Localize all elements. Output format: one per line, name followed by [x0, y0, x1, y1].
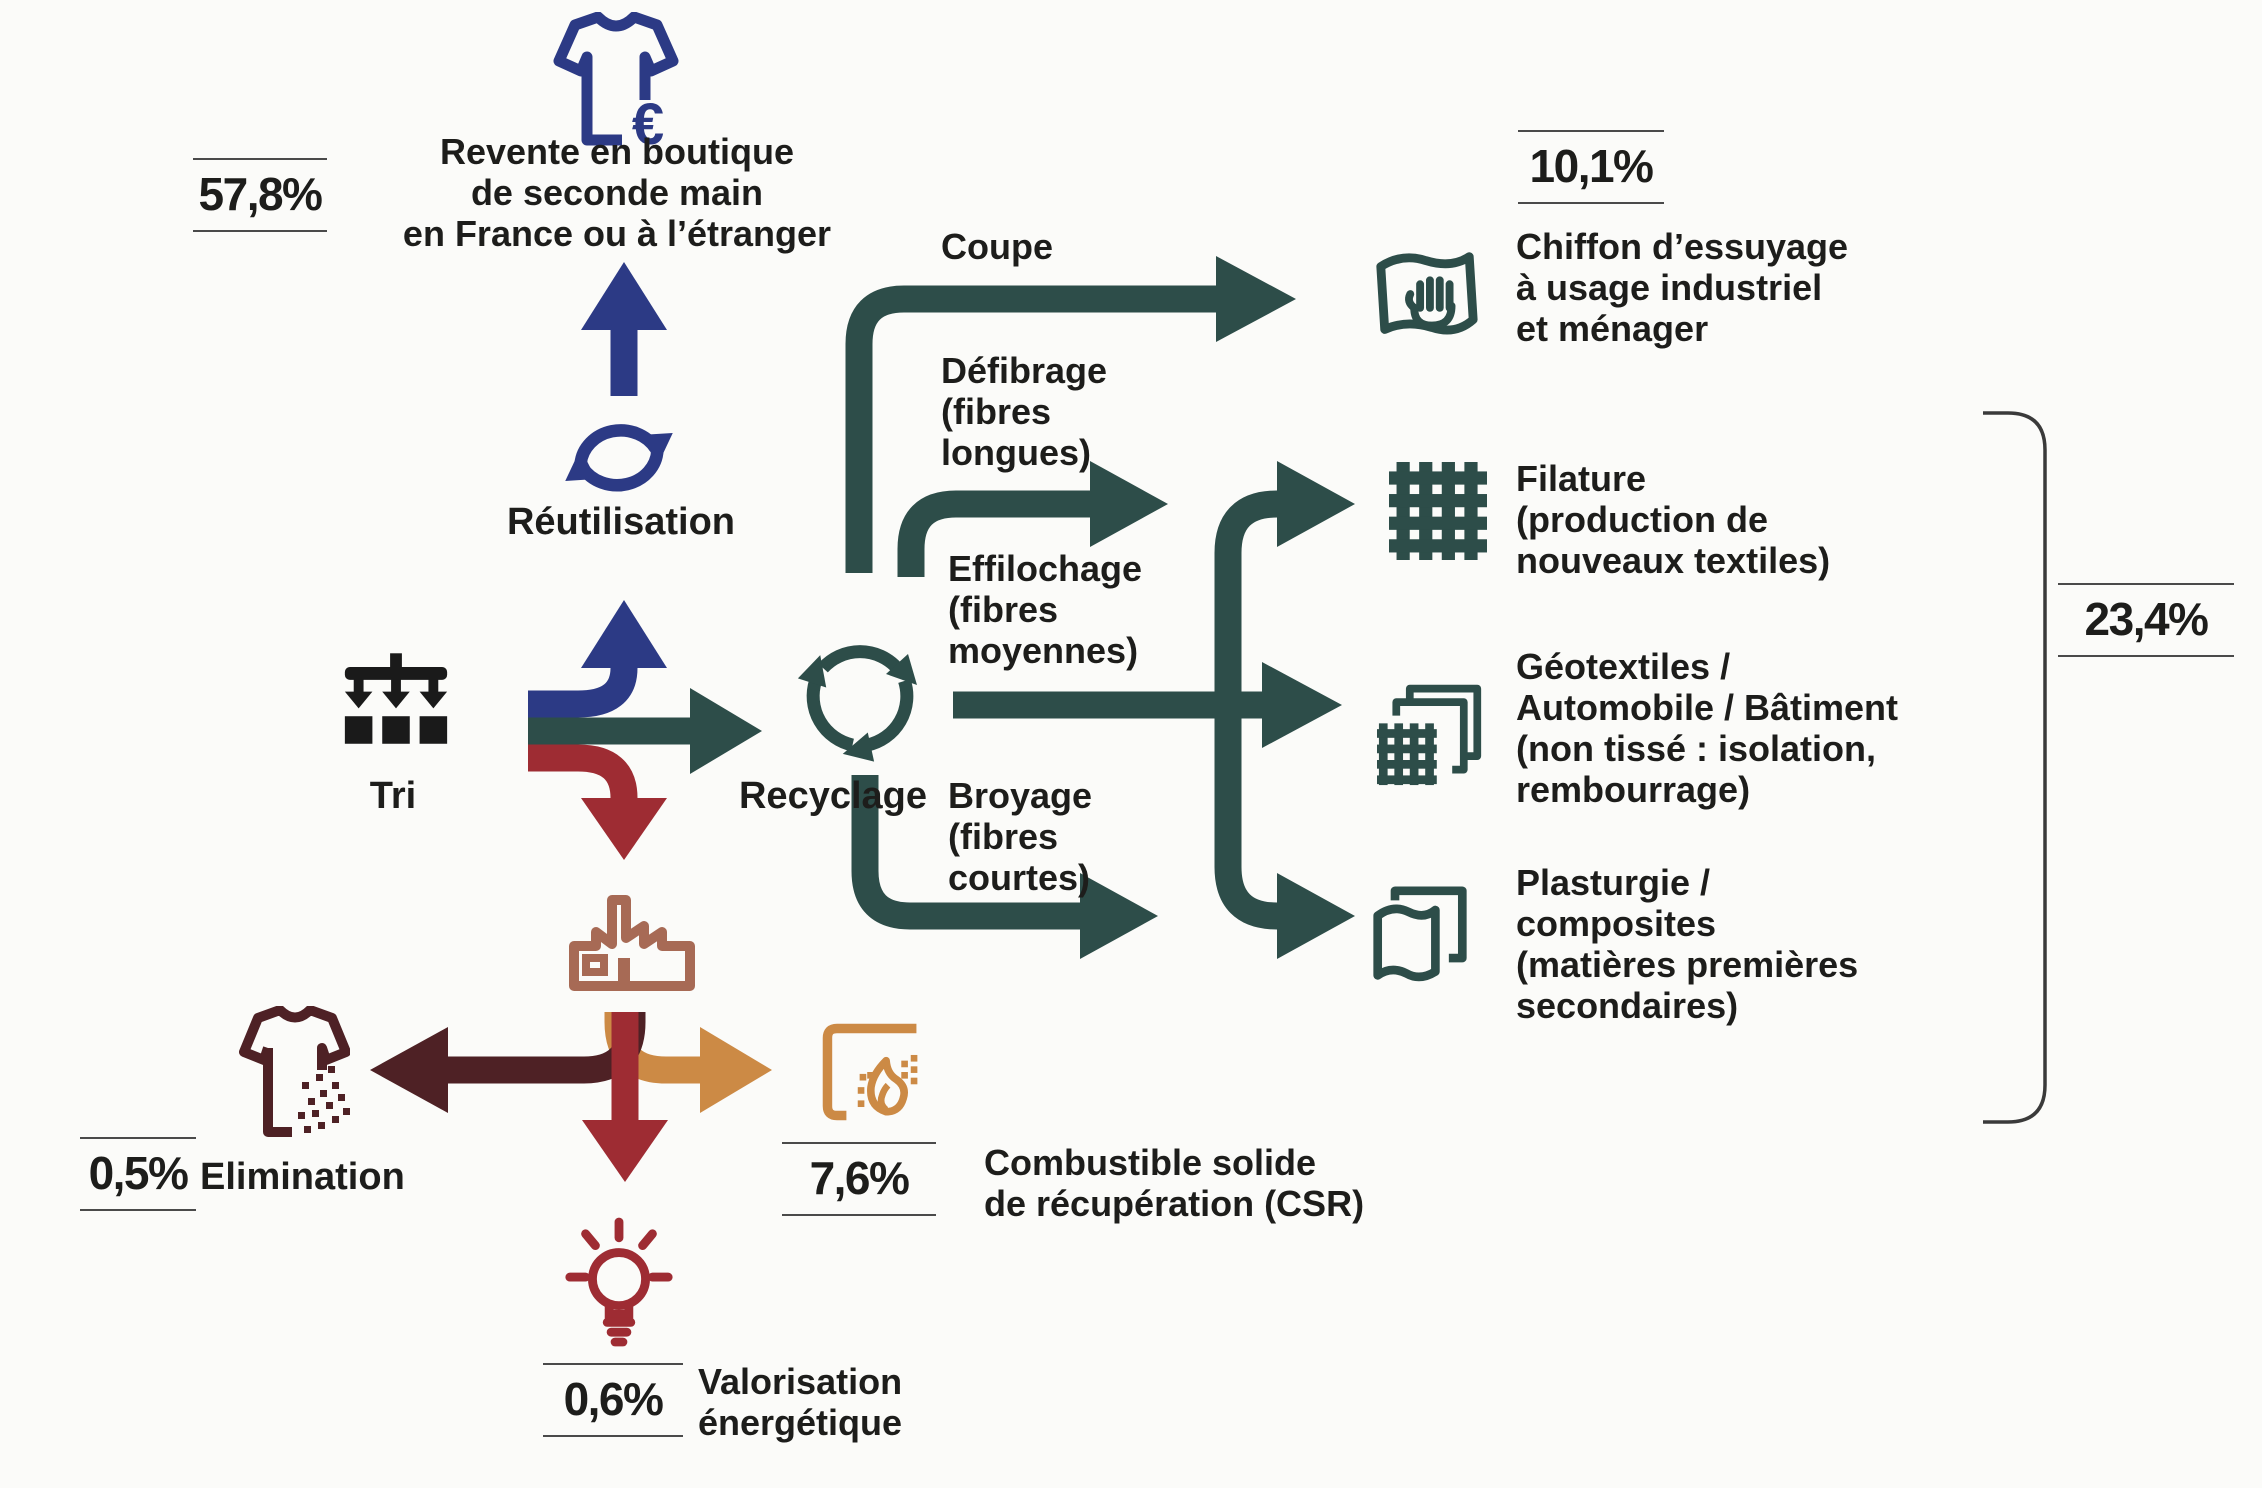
process-effilochage-label: Effilochage (fibres moyennes) [948, 548, 1143, 672]
elimination-percentage: 0,5% [80, 1137, 196, 1211]
arrowhead-to-filature [1277, 461, 1355, 547]
arrowhead-disposal-to-energy [582, 1120, 668, 1182]
process-coupe-label: Coupe [941, 226, 1053, 267]
arrow-split-to-disposal [528, 744, 638, 799]
chiffon-label: Chiffon d’essuyage à usage industriel et… [1516, 226, 1849, 350]
csr-flame-icon [818, 1018, 924, 1126]
tshirt-euro-icon: € [550, 12, 682, 154]
recycle-label: Recyclage [738, 775, 928, 817]
elimination-label: Elimination [200, 1156, 405, 1198]
arrowhead-disposal-to-csr [700, 1027, 772, 1113]
euro-symbol: € [632, 92, 664, 154]
arrowhead-to-geotextiles [1262, 662, 1342, 748]
recycling-share-bracket [1983, 411, 2047, 1124]
reuse-percentage: 57,8% [193, 158, 327, 232]
arrow-split-to-reuse [528, 667, 638, 718]
recycle-percentage: 23,4% [2058, 583, 2234, 657]
chiffon-percentage: 10,1% [1518, 130, 1664, 204]
filature-label: Filature (production de nouveaux textile… [1516, 458, 1831, 582]
plasturgie-label: Plasturgie / composites (matières premiè… [1516, 862, 1859, 1027]
reuse-cycle-icon [557, 408, 681, 504]
arrow-broyage [851, 775, 1080, 930]
arrowhead-broyage [1080, 873, 1158, 959]
geotextile-layers-icon [1377, 677, 1485, 789]
wiping-cloth-icon [1369, 238, 1483, 358]
arrowhead-disposal-to-elimination [370, 1027, 448, 1113]
geotextiles-label: Géotextiles / Automobile / Bâtiment (non… [1516, 646, 1899, 811]
arrowhead-split-to-disposal [581, 798, 667, 860]
shredded-tshirt-icon [238, 1006, 350, 1140]
woven-fabric-icon [1389, 461, 1487, 561]
csr-label: Combustible solide de récupération (CSR) [984, 1142, 1365, 1225]
arrowhead-defibrage [1090, 461, 1168, 547]
process-defibrage-label: Défibrage (fibres longues) [941, 350, 1108, 474]
tri-sorting-icon [337, 652, 455, 748]
arrowhead-coupe [1216, 256, 1296, 342]
arrowhead-split-to-recycle [690, 688, 762, 774]
recycle-icon [793, 624, 927, 772]
resale-destination-label: Revente en boutique de seconde main en F… [402, 131, 832, 255]
plastic-sheets-icon [1370, 881, 1470, 989]
factory-icon [566, 888, 698, 994]
arrowhead-split-to-reuse [581, 600, 667, 668]
csr-percentage: 7,6% [782, 1142, 936, 1216]
arrowhead-reuse-to-resale [581, 262, 667, 330]
arrow-disposal-to-elimination [448, 1008, 646, 1084]
arrowhead-to-plasturgie [1277, 873, 1355, 959]
reuse-label: Réutilisation [506, 501, 736, 543]
arrow-defibrage [897, 490, 1090, 577]
energy-percentage: 0,6% [543, 1363, 683, 1437]
tri-label: Tri [369, 775, 417, 817]
lightbulb-icon [560, 1213, 678, 1353]
process-broyage-label: Broyage (fibres courtes) [948, 775, 1093, 899]
arrow-coupe [845, 285, 1216, 573]
energy-label: Valorisation énergétique [698, 1361, 903, 1444]
